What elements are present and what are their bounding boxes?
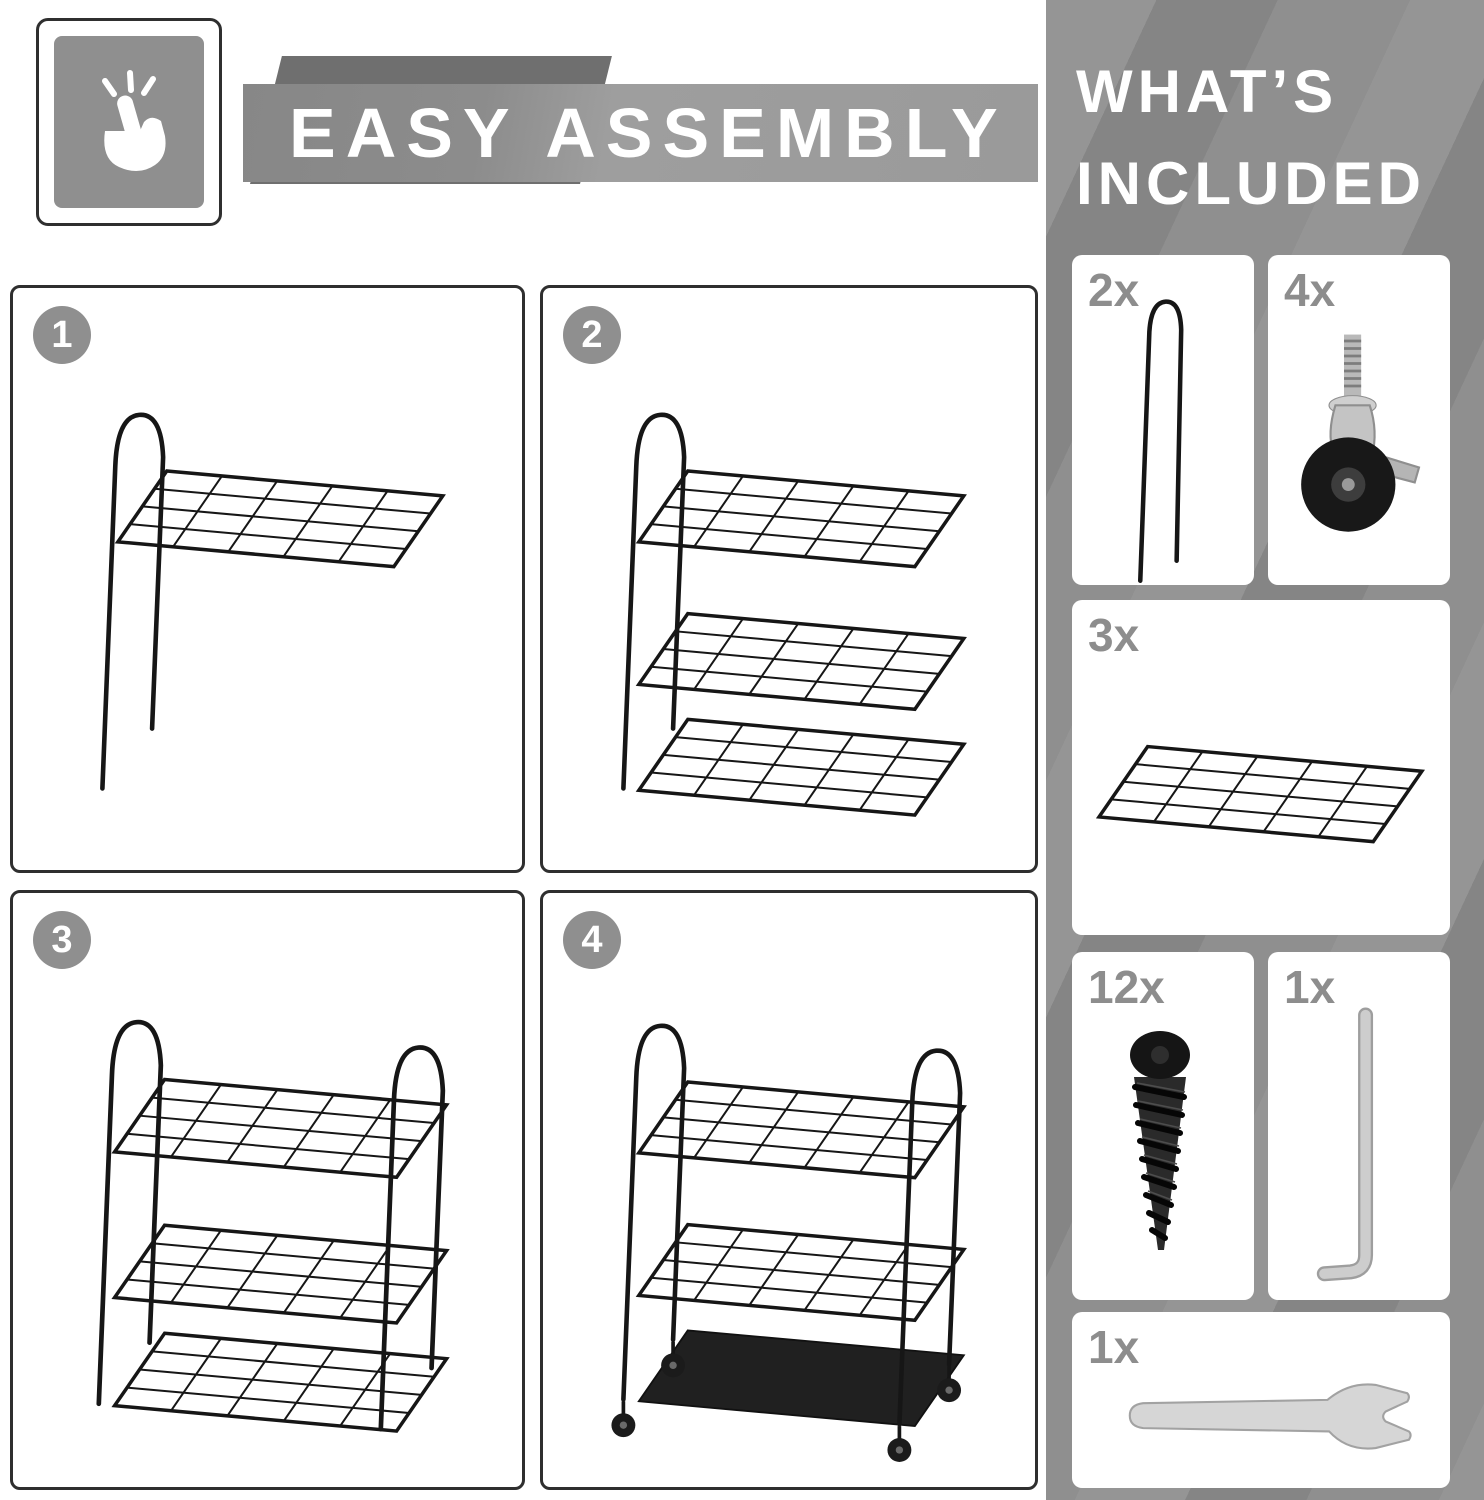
included-item-shelf: 3x [1072, 600, 1450, 935]
click-hand-icon [54, 36, 204, 208]
item-quantity: 12x [1088, 961, 1165, 1013]
included-item-screw: 12x [1072, 952, 1254, 1300]
step-2-illustration [559, 310, 966, 817]
click-hand-glyph [102, 70, 166, 172]
assembly-step-2: 2 [540, 285, 1038, 873]
item-quantity: 4x [1284, 264, 1336, 316]
allen-key-icon [1316, 1007, 1374, 1282]
step-number-badge: 3 [33, 911, 91, 969]
item-quantity: 1x [1284, 961, 1336, 1013]
assembly-step-3: 3 [10, 890, 525, 1490]
included-title-line1: WHAT’S [1076, 58, 1339, 125]
step-number-badge: 4 [563, 911, 621, 969]
included-title: WHAT’S INCLUDED [1076, 46, 1426, 230]
side-frame-icon [1138, 299, 1184, 583]
included-title-line2: INCLUDED [1076, 150, 1426, 217]
assembly-step-4: 4 [540, 890, 1038, 1490]
wire-shelf-icon [1097, 744, 1424, 843]
item-quantity: 3x [1088, 609, 1140, 661]
screw-icon [1130, 1031, 1190, 1250]
included-item-allen-key: 1x [1268, 952, 1450, 1300]
item-quantity: 1x [1088, 1321, 1140, 1373]
included-item-side-frame: 2x [1072, 255, 1254, 585]
step-number-badge: 2 [563, 306, 621, 364]
click-hand-icon-box [36, 18, 222, 226]
item-quantity: 2x [1088, 264, 1140, 316]
page-title: EASY ASSEMBLY [289, 94, 1008, 172]
caster-wheel-icon [1301, 334, 1421, 532]
wrench-icon [1128, 1383, 1412, 1450]
whats-included-panel: WHAT’S INCLUDED 2x 4x 3x 12x [1046, 0, 1484, 1500]
step-4-illustration [609, 915, 966, 1464]
step-3-illustration [33, 915, 448, 1433]
easy-assembly-banner: EASY ASSEMBLY [243, 84, 1038, 182]
assembly-step-1: 1 [10, 285, 525, 873]
included-item-wrench: 1x [1072, 1312, 1450, 1488]
step-number-badge: 1 [33, 306, 91, 364]
included-item-caster: 4x [1268, 255, 1450, 585]
step-1-illustration [33, 310, 444, 862]
